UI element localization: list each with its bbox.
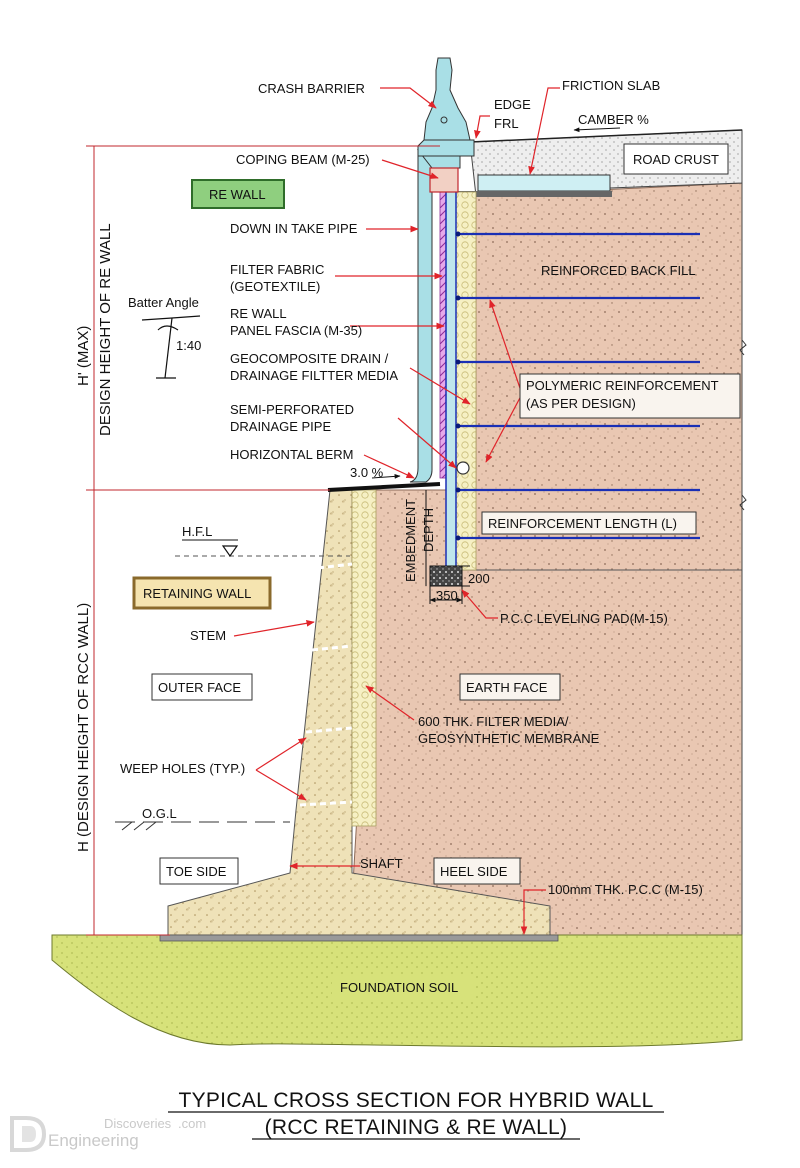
- slope-percent-label: 3.0 %: [350, 465, 384, 480]
- polymeric-label-2: (AS PER DESIGN): [526, 396, 636, 411]
- re-panel-fascia: [445, 187, 457, 569]
- polymeric-label-1: POLYMERIC REINFORCEMENT: [526, 378, 719, 393]
- weep-holes: [299, 562, 353, 807]
- hfl-label: H.F.L: [182, 524, 212, 539]
- semi-perforated-label-1: SEMI-PERFORATED: [230, 402, 354, 417]
- depth-label: DEPTH: [421, 508, 436, 552]
- outer-face-label: OUTER FACE: [158, 680, 241, 695]
- friction-slab: [458, 174, 612, 197]
- batter-angle-label: Batter Angle: [128, 295, 199, 310]
- polymeric-reinforcement: [458, 232, 700, 540]
- leader-lines: [233, 87, 560, 935]
- reinforcement-length-label: REINFORCEMENT LENGTH (L): [488, 516, 677, 531]
- heel-side-box: [433, 857, 521, 885]
- horizontal-berm-label: HORIZONTAL BERM: [230, 447, 354, 462]
- hfl-marker: [175, 539, 350, 558]
- slope-arrow: [371, 473, 401, 479]
- retaining-wall-box: [132, 576, 272, 610]
- h-max-label-2: DESIGN HEIGHT OF RE WALL: [97, 223, 114, 436]
- filter-media-label-1: 600 THK. FILTER MEDIA/: [418, 714, 569, 729]
- labels: CRASH BARRIER FRICTION SLAB EDGE FRL CAM…: [75, 78, 719, 995]
- crash-barrier: [423, 57, 471, 141]
- re-wall-panel-label-1: RE WALL: [230, 306, 287, 321]
- dim-350-label: 350: [436, 588, 458, 603]
- frl-label: FRL: [494, 116, 519, 131]
- watermark-line-1-suffix: .com: [178, 1116, 206, 1131]
- down-intake-pipe: [409, 149, 433, 483]
- shaft-label: SHAFT: [360, 856, 403, 871]
- filter-media-label-2: GEOSYNTHETIC MEMBRANE: [418, 731, 600, 746]
- title-line-1: TYPICAL CROSS SECTION FOR HYBRID WALL: [178, 1089, 653, 1112]
- semi-perforated-pipe: [456, 461, 470, 475]
- road-crust-label: ROAD CRUST: [633, 152, 719, 167]
- watermark-line-2: Engineering: [48, 1131, 139, 1150]
- break-lines: [739, 339, 747, 511]
- earth-face-box: [459, 673, 561, 701]
- weep-holes-label: WEEP HOLES (TYP.): [120, 761, 245, 776]
- polymeric-box: [519, 373, 741, 419]
- dim-200-label: 200: [468, 571, 490, 586]
- watermark-logo: Discoveries .com Engineering: [10, 1116, 206, 1152]
- camber-arrow: [573, 127, 621, 133]
- friction-slab-label: FRICTION SLAB: [562, 78, 660, 93]
- heel-side-label: HEEL SIDE: [440, 864, 508, 879]
- filter-fabric-label-1: FILTER FABRIC: [230, 262, 324, 277]
- h-rcc-label: H (DESIGN HEIGHT OF RCC WALL): [75, 603, 92, 852]
- watermark-line-1: Discoveries: [104, 1116, 172, 1131]
- height-dimensions: [86, 145, 440, 936]
- re-wall-box: [191, 179, 285, 209]
- title-block: TYPICAL CROSS SECTION FOR HYBRID WALL (R…: [168, 1089, 664, 1140]
- filter-fabric-label-2: (GEOTEXTILE): [230, 279, 320, 294]
- reinforcement-joints: [455, 231, 461, 541]
- earth-face-label: EARTH FACE: [466, 680, 548, 695]
- reinforced-backfill-label: REINFORCED BACK FILL: [541, 263, 696, 278]
- barrier-bolt: [440, 116, 448, 124]
- outer-face-box: [151, 673, 253, 701]
- toe-side-label: TOE SIDE: [166, 864, 227, 879]
- filter-media-strip: [351, 489, 377, 827]
- horizontal-berm: [327, 482, 441, 492]
- re-drainage-media: [453, 191, 477, 571]
- pcc-leveling-pad: [429, 565, 463, 587]
- crash-barrier-label: CRASH BARRIER: [258, 81, 365, 96]
- geocomposite-label-1: GEOCOMPOSITE DRAIN /: [230, 351, 389, 366]
- down-intake-pipe-label: DOWN IN TAKE PIPE: [230, 221, 358, 236]
- h-max-label-1: H' (MAX): [75, 326, 92, 386]
- coping-beam: [429, 167, 459, 193]
- barrier-base: [417, 139, 475, 157]
- camber-label: CAMBER %: [578, 112, 649, 127]
- semi-perforated-label-2: DRAINAGE PIPE: [230, 419, 331, 434]
- re-wall-panel-label-2: PANEL FASCIA (M-35): [230, 323, 362, 338]
- pcc-100-label: 100mm THK. P.C.C (M-15): [548, 882, 703, 897]
- foundation-soil-label: FOUNDATION SOIL: [340, 980, 458, 995]
- retaining-wall-box-label: RETAINING WALL: [143, 586, 251, 601]
- road-crust-box: [623, 143, 729, 175]
- pcc-leveling-pad-label: P.C.C LEVELING PAD(M-15): [500, 611, 668, 626]
- toe-side-box: [159, 857, 239, 885]
- reinforcement-length-box: [481, 511, 697, 535]
- coping-beam-label: COPING BEAM (M-25): [236, 152, 370, 167]
- stem-label: STEM: [190, 628, 226, 643]
- foundation-soil-box: [332, 974, 474, 1000]
- edge-label: EDGE: [494, 97, 531, 112]
- batter-angle-symbol: [141, 315, 201, 379]
- geocomposite-label-2: DRAINAGE FILTTER MEDIA: [230, 368, 398, 383]
- batter-ratio-label: 1:40: [176, 338, 201, 353]
- ogl-label: O.G.L: [142, 806, 177, 821]
- title-line-2: (RCC RETAINING & RE WALL): [265, 1116, 568, 1139]
- re-wall-box-label: RE WALL: [209, 187, 266, 202]
- ogl-marker: [115, 821, 290, 831]
- embedment-label: EMBEDMENT: [403, 499, 418, 582]
